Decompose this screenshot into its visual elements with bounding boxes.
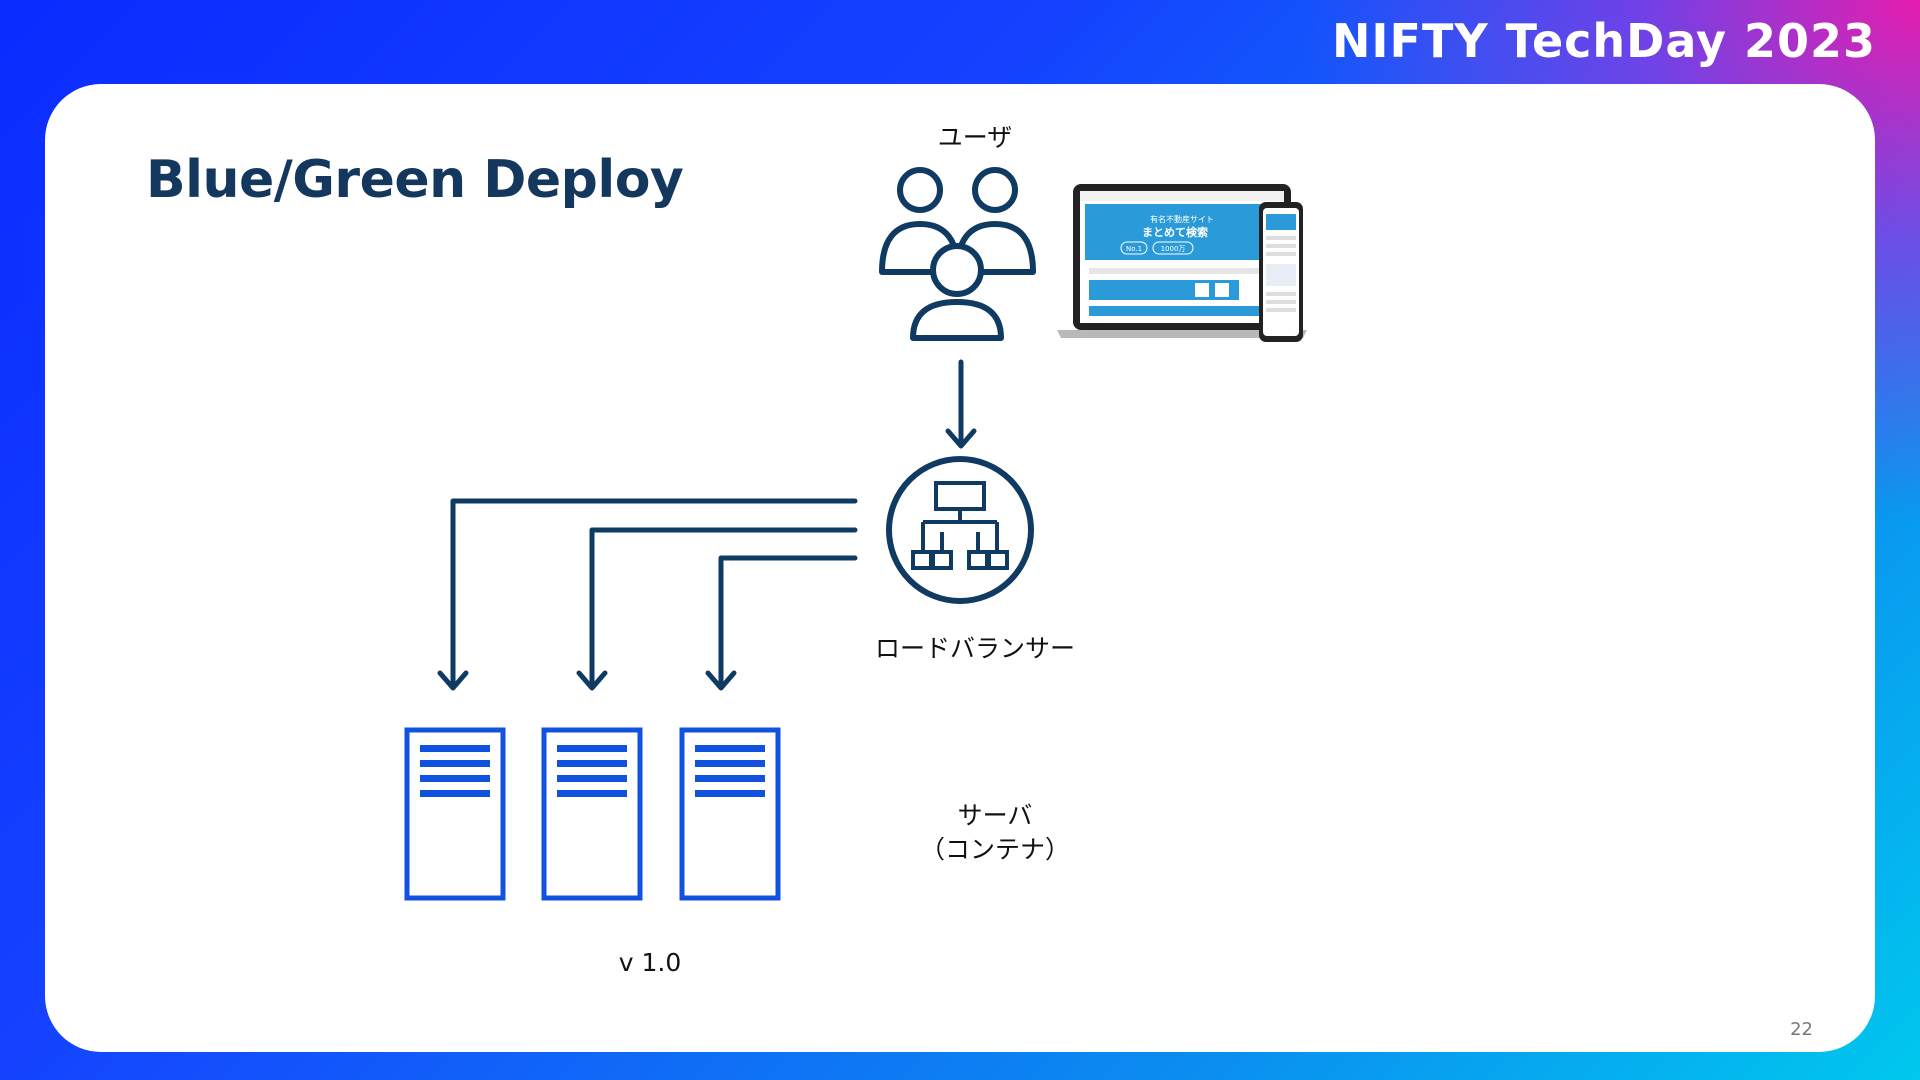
server-icon — [541, 727, 643, 901]
deploy-diagram: 有名不動産サイト まとめて検索 No.1 1000万 — [404, 167, 1307, 901]
user-label: ユーザ — [937, 123, 1013, 152]
route-line-1 — [450, 498, 858, 689]
server-icon — [404, 727, 506, 901]
devices-image: 有名不動産サイト まとめて検索 No.1 1000万 — [1057, 184, 1307, 342]
device-headline-small: 有名不動産サイト — [1150, 214, 1214, 224]
server-label-line-2: （コンテナ） — [919, 835, 1070, 864]
load-balancer-icon — [886, 456, 1034, 604]
lb-to-server-arrows — [437, 498, 858, 691]
route-line-3 — [718, 555, 858, 689]
slide-card: Blue/Green Deploy 有名不動産サイト まとめて検索 No.1 1… — [45, 84, 1875, 1052]
servers-group — [404, 727, 781, 901]
server-icon — [679, 727, 781, 901]
device-badge-1: No.1 — [1126, 245, 1142, 253]
brand-logo: NIFTY TechDay 2023 — [1331, 14, 1876, 68]
device-headline: まとめて検索 — [1142, 225, 1208, 239]
user-to-lb-arrow — [945, 359, 977, 449]
server-label: サーバ （コンテナ） — [865, 799, 1125, 867]
server-label-line-1: サーバ — [957, 801, 1033, 830]
route-line-2 — [589, 527, 858, 689]
device-badge-2: 1000万 — [1161, 245, 1186, 253]
version-label: v 1.0 — [618, 948, 682, 977]
users-icon — [879, 167, 1036, 341]
load-balancer-label: ロードバランサー — [874, 634, 1075, 663]
page-number: 22 — [1790, 1019, 1813, 1040]
slide-title: Blue/Green Deploy — [146, 150, 684, 210]
